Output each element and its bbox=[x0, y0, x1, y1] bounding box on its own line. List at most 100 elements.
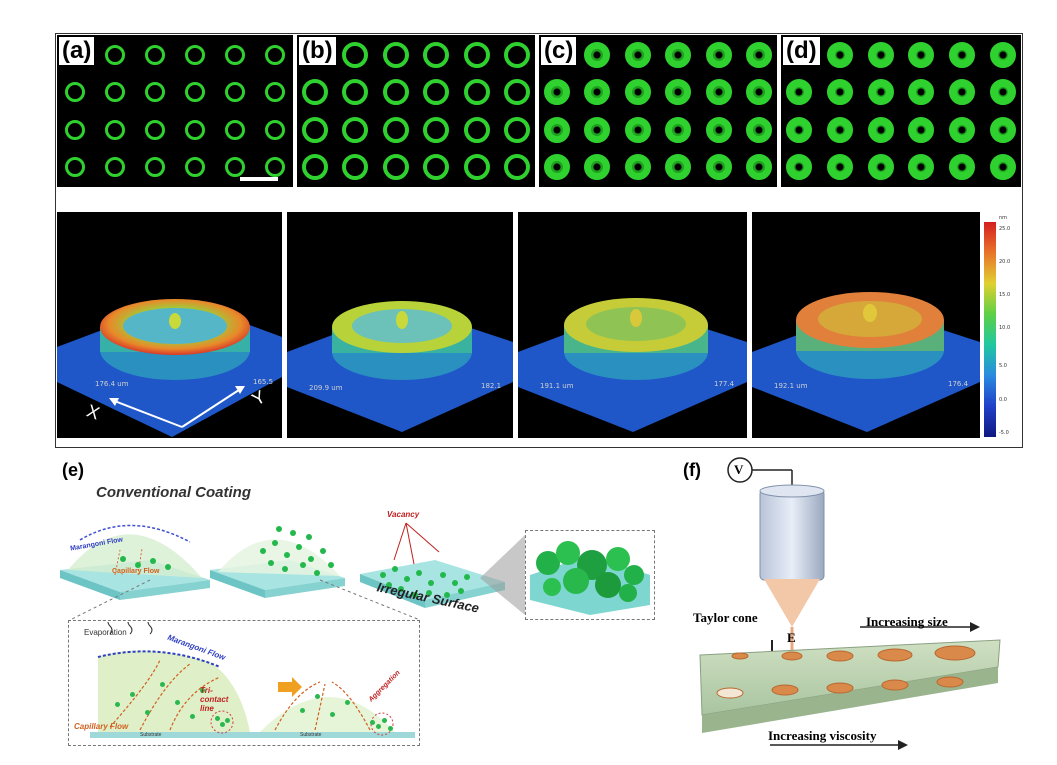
fluorescent-droplet bbox=[65, 119, 85, 140]
deposited-droplet bbox=[781, 651, 803, 661]
fluorescent-droplet bbox=[786, 79, 812, 106]
fluorescent-droplet bbox=[584, 116, 611, 143]
colorbar-tick: -5.0 bbox=[999, 430, 1009, 436]
particle bbox=[272, 540, 278, 546]
fluorescent-droplet bbox=[382, 42, 409, 68]
fluorescent-droplet bbox=[705, 116, 732, 143]
fluorescent-droplet bbox=[145, 45, 165, 65]
fluorescent-droplet bbox=[463, 154, 490, 180]
tri-contact-line-label: Tri-contact line bbox=[200, 686, 229, 713]
fluorescent-droplet bbox=[584, 42, 611, 68]
particle bbox=[220, 722, 225, 727]
fluorescent-droplet bbox=[908, 116, 935, 143]
fluorescent-droplet bbox=[746, 154, 772, 180]
panel-label-b: (b) bbox=[299, 37, 336, 65]
fluorescent-droplet bbox=[105, 157, 125, 177]
x-axis-value-d: 192.1 um bbox=[774, 382, 808, 390]
colorbar-tick: 10.0 bbox=[999, 325, 1011, 331]
profile-panel-b: 209.9 um 182.1 bbox=[287, 212, 513, 438]
fluorescent-droplet bbox=[786, 116, 812, 143]
particle bbox=[404, 576, 410, 582]
fluorescent-droplet bbox=[504, 154, 530, 180]
taylor-cone-label: Taylor cone bbox=[693, 610, 758, 625]
scale-bar bbox=[240, 177, 278, 181]
fluorescent-droplet bbox=[908, 154, 935, 180]
particle bbox=[426, 590, 432, 596]
fluorescent-droplet bbox=[908, 42, 935, 68]
particle bbox=[215, 716, 220, 721]
particle bbox=[388, 726, 393, 731]
particle bbox=[190, 714, 195, 719]
fluorescent-droplet bbox=[584, 154, 611, 180]
particle bbox=[260, 548, 266, 554]
particle bbox=[458, 588, 464, 594]
fluorescent-droplet bbox=[826, 79, 853, 106]
fluorescent-droplet bbox=[65, 157, 85, 177]
fluorescent-droplet bbox=[382, 116, 409, 143]
fluorescent-droplet bbox=[990, 154, 1016, 180]
fluorescent-droplet bbox=[746, 116, 772, 143]
substrate-label-1: Substrate bbox=[140, 732, 162, 738]
increasing-viscosity-label: Increasing viscosity bbox=[768, 728, 877, 743]
capillary-flow-label-2: Capillary Flow bbox=[74, 722, 129, 731]
fluorescent-droplet bbox=[665, 42, 692, 68]
fluorescent-droplet bbox=[504, 116, 530, 143]
particle bbox=[440, 572, 446, 578]
fluorescent-droplet bbox=[786, 154, 812, 180]
particle bbox=[145, 710, 150, 715]
particle bbox=[115, 702, 120, 707]
particle bbox=[444, 592, 450, 598]
colorbar-tick: 0.0 bbox=[999, 397, 1007, 403]
fluorescent-droplet bbox=[990, 42, 1016, 68]
vacancy-arrows bbox=[393, 522, 440, 565]
fluorescent-droplet bbox=[302, 116, 328, 143]
panel-label-d-prime: (d') bbox=[761, 218, 798, 245]
green-particles-group bbox=[60, 500, 480, 620]
deposited-droplet bbox=[771, 684, 799, 696]
colorbar-tick: 15.0 bbox=[999, 292, 1011, 298]
cross-section-callout-lines bbox=[69, 579, 421, 621]
deposited-droplet bbox=[877, 648, 913, 662]
fluorescent-droplet bbox=[867, 154, 894, 180]
fluorescent-droplet bbox=[624, 116, 651, 143]
particle bbox=[120, 556, 126, 562]
particle bbox=[300, 708, 305, 713]
fluorescent-droplet bbox=[145, 157, 165, 177]
deposited-droplet bbox=[826, 650, 854, 662]
panel-e-title: Conventional Coating bbox=[96, 484, 251, 501]
substrate-label-2: Substrate bbox=[300, 732, 322, 738]
fluorescent-droplet bbox=[382, 154, 409, 180]
fluorescent-droplet bbox=[949, 116, 976, 143]
particle bbox=[308, 556, 314, 562]
fluorescent-droplet bbox=[342, 116, 369, 143]
fluorescent-droplet bbox=[302, 154, 328, 180]
fluorescent-droplet bbox=[145, 82, 165, 103]
y-axis-value-b: 182.1 bbox=[481, 382, 502, 390]
particle-zoom-box bbox=[525, 530, 655, 620]
particle bbox=[160, 682, 165, 687]
particle bbox=[296, 544, 302, 550]
fluorescent-droplet bbox=[504, 79, 530, 106]
particle bbox=[300, 562, 306, 568]
particle bbox=[268, 560, 274, 566]
y-axis-value-a: 165.5 bbox=[253, 378, 274, 386]
fluorescent-droplet bbox=[949, 42, 976, 68]
fluorescent-droplet bbox=[867, 42, 894, 68]
fluorescence-panel-b bbox=[297, 35, 535, 187]
cross-section-box bbox=[68, 620, 420, 746]
panel-label-c: (c) bbox=[541, 37, 577, 65]
deposited-droplet bbox=[826, 682, 854, 694]
fluorescent-droplet bbox=[665, 116, 692, 143]
y-axis-value-c: 177.4 bbox=[714, 380, 735, 388]
deposited-droplet bbox=[881, 679, 909, 691]
fluorescent-droplet bbox=[990, 79, 1016, 106]
fluorescent-droplet bbox=[265, 119, 285, 140]
colorbar-tick: 25.0 bbox=[999, 226, 1011, 232]
fluorescent-droplet bbox=[105, 119, 125, 140]
fluorescent-droplet bbox=[423, 79, 450, 106]
particle bbox=[412, 592, 418, 598]
fluorescent-droplet bbox=[624, 154, 651, 180]
fluorescent-droplet bbox=[265, 82, 285, 103]
fluorescent-droplet bbox=[624, 42, 651, 68]
deposited-droplet bbox=[934, 645, 976, 661]
